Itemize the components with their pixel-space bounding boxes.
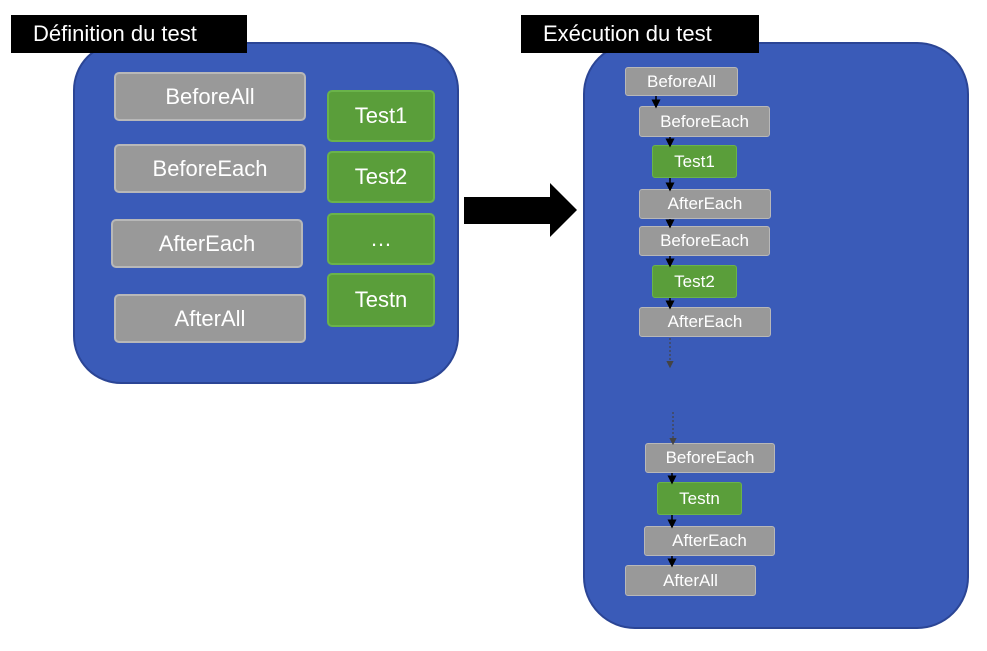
hook-before-all: BeforeAll	[114, 72, 306, 121]
exec-after-all: AfterAll	[625, 565, 756, 596]
hook-after-all: AfterAll	[114, 294, 306, 343]
exec-after-each-2: AfterEach	[639, 307, 771, 337]
hook-before-each: BeforeEach	[114, 144, 306, 193]
hook-after-each: AfterEach	[111, 219, 303, 268]
exec-test-n: Testn	[657, 482, 742, 515]
exec-before-each-1: BeforeEach	[639, 106, 770, 137]
exec-before-each-2: BeforeEach	[639, 226, 770, 256]
exec-before-each-n: BeforeEach	[645, 443, 775, 473]
execution-title: Exécution du test	[521, 15, 759, 53]
test-1: Test1	[327, 90, 435, 142]
exec-test-1: Test1	[652, 145, 737, 178]
exec-after-each-n: AfterEach	[644, 526, 775, 556]
exec-test-2: Test2	[652, 265, 737, 298]
test-n: Testn	[327, 273, 435, 327]
definition-title: Définition du test	[11, 15, 247, 53]
big-right-arrow	[464, 183, 577, 237]
test-2: Test2	[327, 151, 435, 203]
exec-before-all: BeforeAll	[625, 67, 738, 96]
test-ellipsis: …	[327, 213, 435, 265]
exec-after-each-1: AfterEach	[639, 189, 771, 219]
